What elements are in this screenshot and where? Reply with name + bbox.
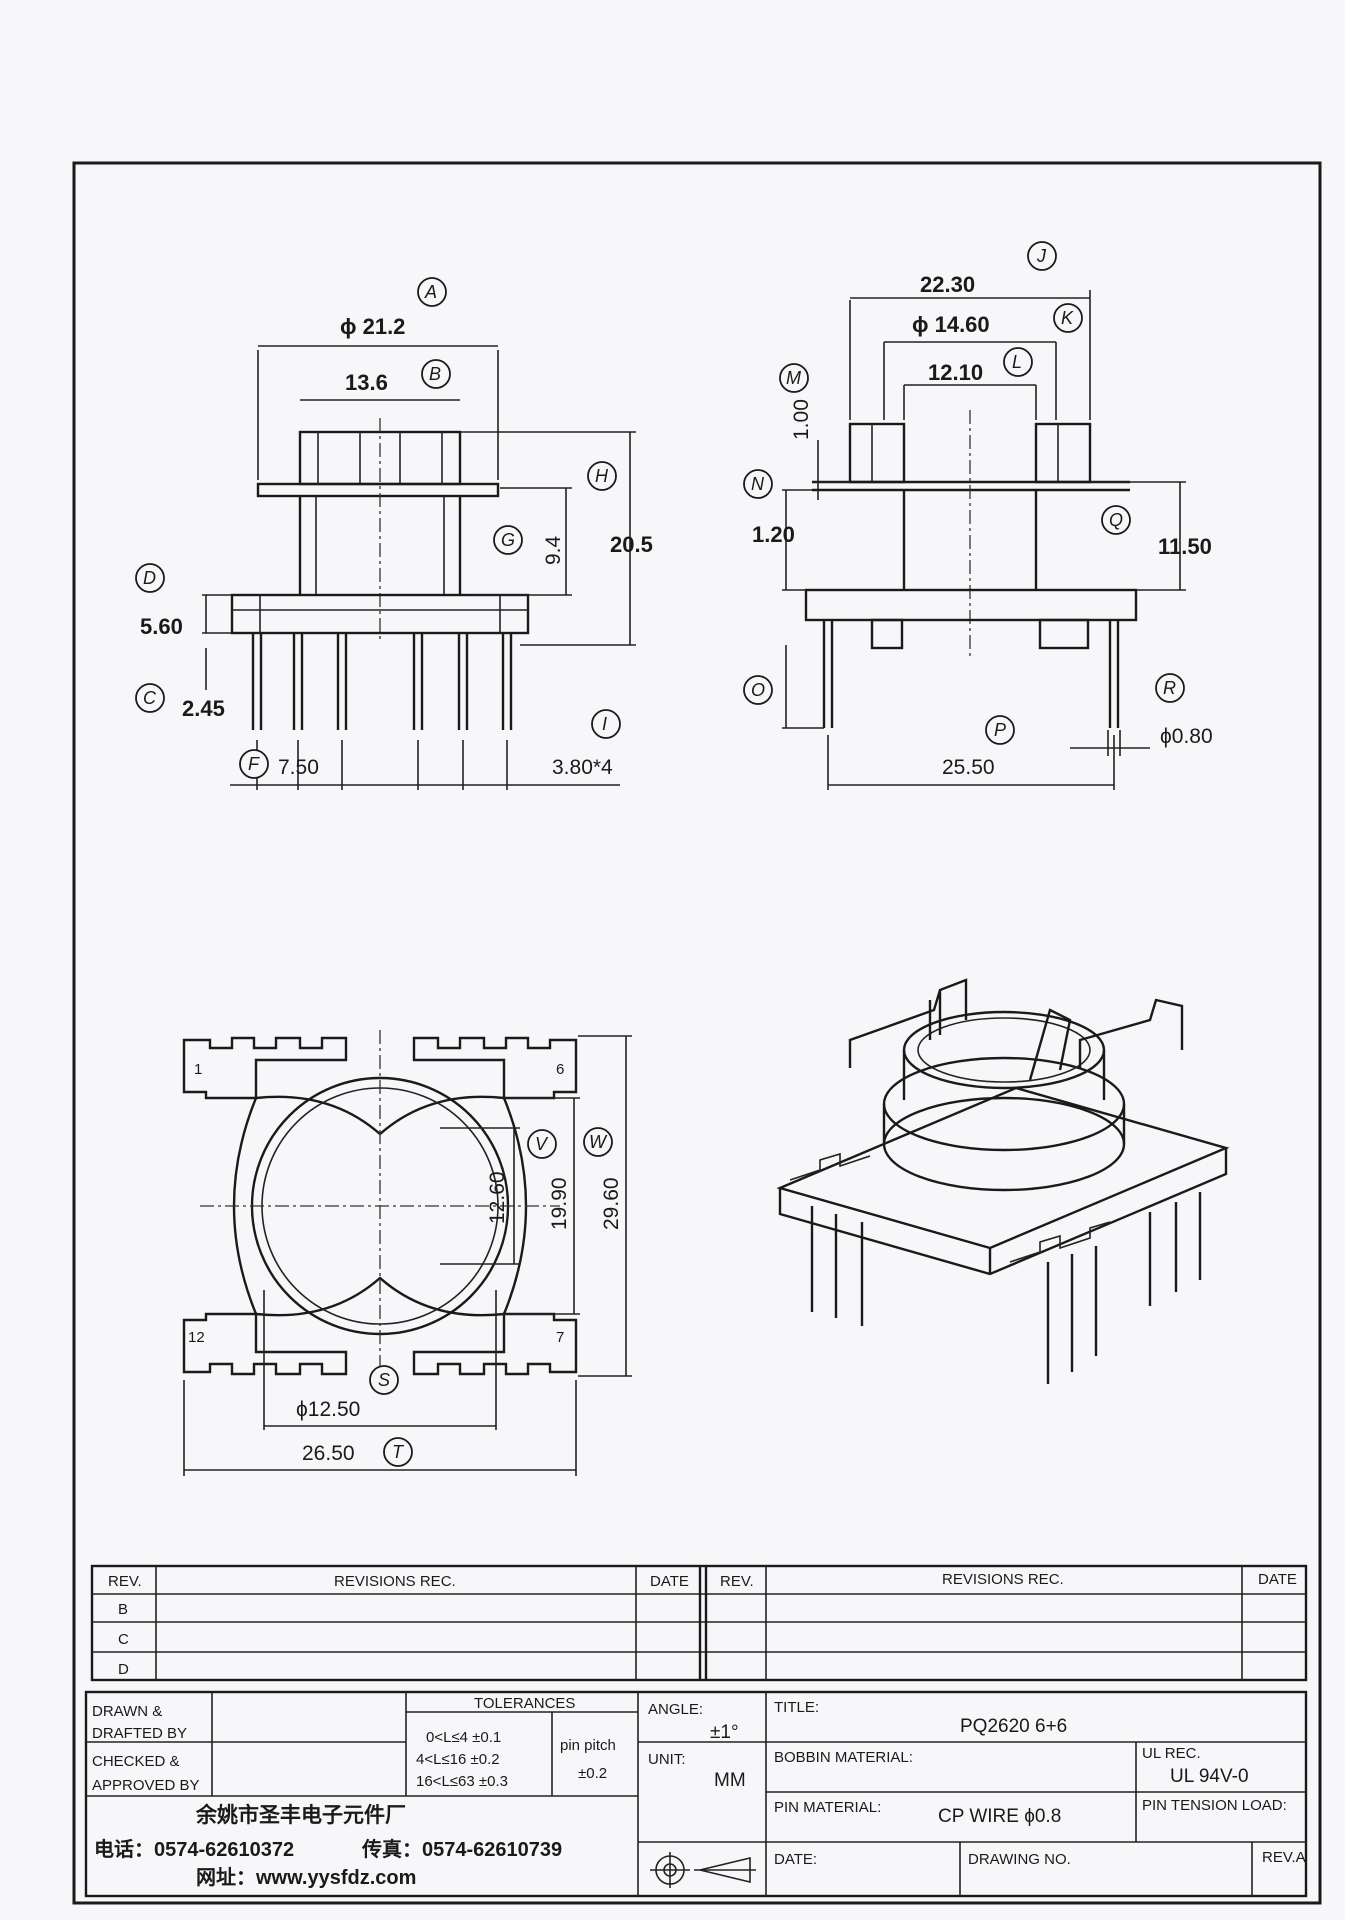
drawing-no-label: DRAWING NO. — [968, 1851, 1071, 1868]
drawn-label-2: DRAFTED BY — [92, 1725, 187, 1742]
callout-f: F — [248, 754, 260, 774]
callout-k: K — [1061, 308, 1074, 328]
drawn-label-1: DRAWN & — [92, 1703, 162, 1720]
unit-label: UNIT: — [648, 1751, 686, 1768]
dim-w-value: 19.90 — [548, 1177, 571, 1230]
pin-pitch-label: pin pitch — [560, 1737, 616, 1754]
dim-i-value: 3.80*4 — [552, 756, 613, 779]
revision-table: REV. REVISIONS REC. DATE REV. REVISIONS … — [90, 1564, 1308, 1682]
dim-w2-value: 29.60 — [600, 1177, 623, 1230]
pin-number-7: 7 — [556, 1329, 564, 1346]
tolerance-row-3: 16<L≤63 ±0.3 — [416, 1773, 508, 1790]
rev-row-c: C — [118, 1631, 129, 1648]
callout-l: L — [1012, 352, 1022, 372]
callout-t: T — [392, 1442, 405, 1462]
side-view: 22.30 ϕ 14.60 12.10 1.00 1.20 11.50 25.5… — [752, 272, 1213, 790]
company-phone: 电话：0574-62610372 — [94, 1838, 294, 1861]
rev-header-right: REV. — [720, 1573, 754, 1590]
isometric-view — [776, 978, 1230, 1384]
callout-q: Q — [1109, 510, 1123, 530]
pin-pitch-value: ±0.2 — [578, 1765, 607, 1782]
dim-g-value: 9.4 — [542, 535, 565, 565]
date-header-right: DATE — [1258, 1571, 1297, 1588]
date-label: DATE: — [774, 1851, 817, 1868]
checked-label-1: CHECKED & — [92, 1753, 180, 1770]
callout-v: V — [535, 1134, 549, 1154]
callout-h: H — [595, 466, 609, 486]
dim-r-value: ϕ0.80 — [1160, 725, 1213, 748]
dim-j-value: 22.30 — [920, 272, 975, 297]
pin-number-12: 12 — [188, 1329, 205, 1346]
unit-value: MM — [714, 1770, 746, 1791]
date-header-left: DATE — [650, 1573, 689, 1590]
front-view: ϕ 21.2 13.6 9.4 20.5 5.60 2.45 7.50 3.80… — [140, 314, 653, 790]
callout-c: C — [143, 688, 157, 708]
title-block: DRAWN & DRAFTED BY CHECKED & APPROVED BY… — [84, 1690, 1308, 1898]
dim-m-value: 1.00 — [790, 399, 813, 440]
callouts: A B C D F G H I J K L M N O P Q R S T V … — [135, 241, 1185, 1467]
dim-t-value: 26.50 — [302, 1442, 355, 1465]
callout-g: G — [501, 530, 515, 550]
callout-r: R — [1163, 678, 1176, 698]
bobbin-material-label: BOBBIN MATERIAL: — [774, 1749, 913, 1766]
ul-rec-value: UL 94V-0 — [1170, 1766, 1249, 1787]
dim-p-value: 25.50 — [942, 756, 995, 779]
dim-b-value: 13.6 — [345, 370, 388, 395]
rev-row-b: B — [118, 1601, 128, 1618]
callout-p: P — [994, 720, 1006, 740]
title-value: PQ2620 6+6 — [960, 1716, 1067, 1737]
revisions-header-left: REVISIONS REC. — [334, 1573, 456, 1590]
callout-i: I — [602, 714, 607, 734]
angle-value: ±1° — [710, 1722, 739, 1743]
dim-c-value: 2.45 — [182, 696, 225, 721]
revisions-header-right: REVISIONS REC. — [942, 1571, 1064, 1588]
tolerance-row-2: 4<L≤16 ±0.2 — [416, 1751, 500, 1768]
pin-number-1: 1 — [194, 1061, 202, 1078]
dim-k-value: ϕ 14.60 — [912, 312, 990, 337]
dim-a-value: ϕ 21.2 — [340, 314, 405, 339]
callout-j: J — [1036, 246, 1047, 266]
callout-w: W — [589, 1132, 608, 1152]
callout-s: S — [378, 1370, 390, 1390]
dim-h-value: 20.5 — [610, 532, 653, 557]
pin-material-value: CP WIRE ϕ0.8 — [938, 1806, 1061, 1827]
projection-symbol-icon — [650, 1852, 756, 1888]
callout-b: B — [429, 364, 441, 384]
dim-d-value: 5.60 — [140, 614, 183, 639]
tolerance-row-1: 0<L≤4 ±0.1 — [426, 1729, 501, 1746]
callout-d: D — [143, 568, 156, 588]
pin-tension-label: PIN TENSION LOAD: — [1142, 1797, 1287, 1814]
callout-a: A — [424, 282, 437, 302]
rev-header-left: REV. — [108, 1573, 142, 1590]
pin-material-label: PIN MATERIAL: — [774, 1799, 881, 1816]
rev-a-label: REV.A — [1262, 1849, 1306, 1866]
company-fax: 传真：0574-62610739 — [361, 1837, 562, 1861]
dim-v-value: 12.60 — [486, 1171, 509, 1224]
bottom-view: 1 6 12 7 12.60 19.90 29.60 ϕ12.50 26.50 — [182, 1030, 632, 1476]
callout-o: O — [751, 680, 765, 700]
ul-rec-label: UL REC. — [1142, 1745, 1201, 1762]
pin-number-6: 6 — [556, 1061, 564, 1078]
dim-n-value: 1.20 — [752, 522, 795, 547]
angle-label: ANGLE: — [648, 1701, 703, 1718]
dim-f-value: 7.50 — [278, 756, 319, 779]
tolerances-label: TOLERANCES — [474, 1695, 575, 1712]
company-website: 网址：www.yysfdz.com — [196, 1866, 416, 1889]
company-name: 余姚市圣丰电子元件厂 — [195, 1803, 406, 1827]
title-label: TITLE: — [774, 1699, 819, 1716]
dim-q-value: 11.50 — [1158, 534, 1212, 559]
dim-l-value: 12.10 — [928, 360, 983, 385]
callout-n: N — [751, 474, 765, 494]
rev-row-d: D — [118, 1661, 129, 1678]
drawing-border — [72, 161, 1322, 1905]
dim-s-value: ϕ12.50 — [296, 1398, 360, 1421]
callout-m: M — [786, 368, 801, 388]
checked-label-2: APPROVED BY — [92, 1777, 200, 1794]
